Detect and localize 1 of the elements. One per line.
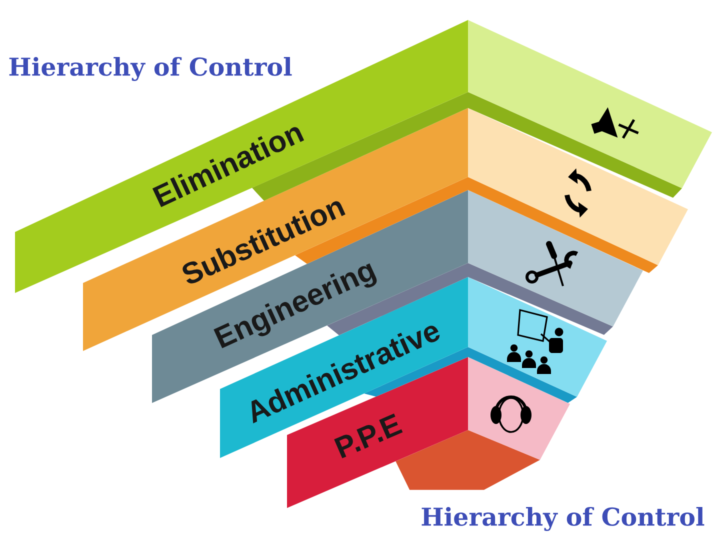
title: Hierarchy of Control xyxy=(422,506,704,532)
